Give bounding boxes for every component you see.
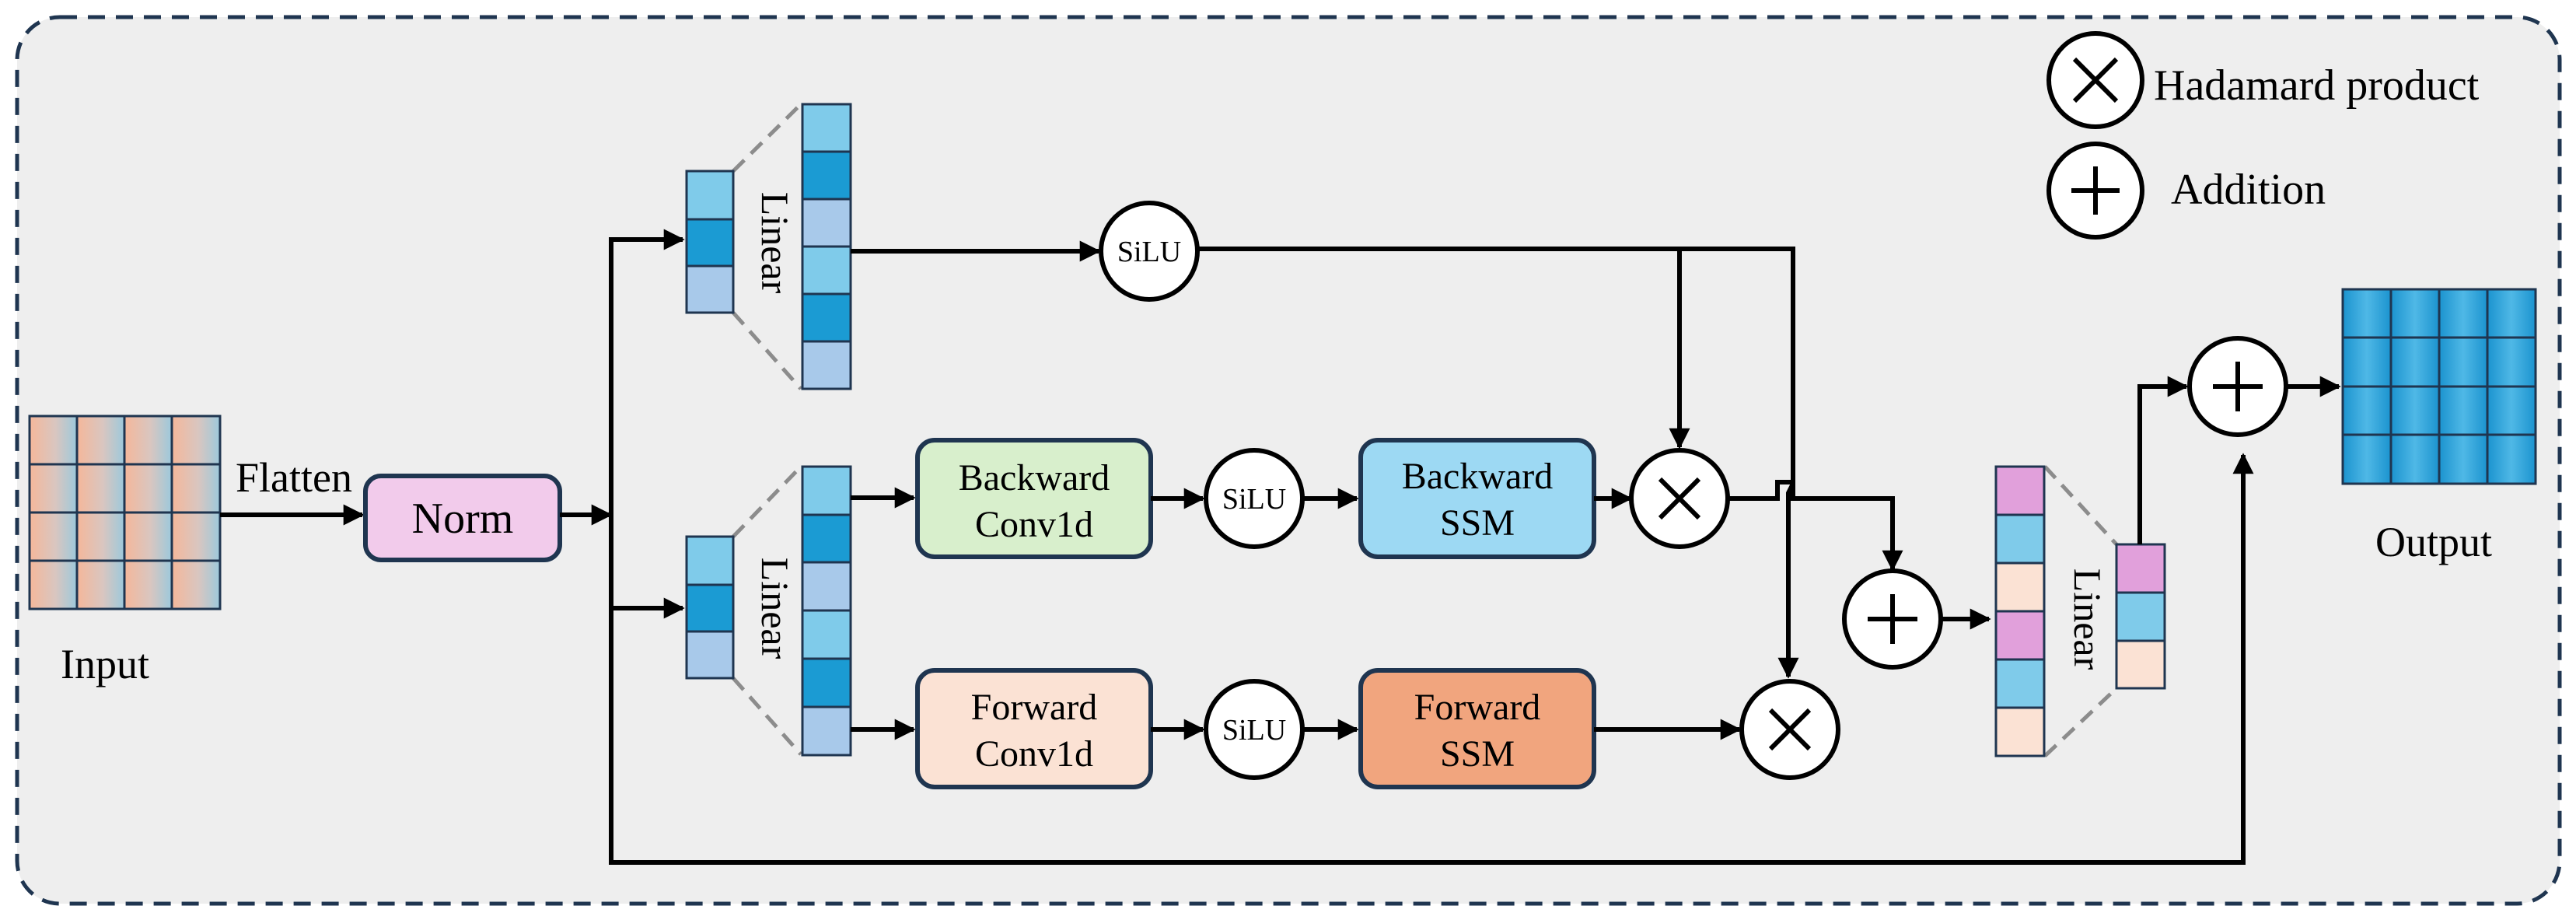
addition-legend-icon (2046, 142, 2144, 240)
output-linear-projection (1994, 465, 2166, 757)
backward-ssm-label-1: Backward (1402, 456, 1554, 497)
top-linear-label: Linear (753, 192, 797, 294)
silu-top-label: SiLU (1117, 236, 1181, 268)
input-grid (28, 415, 222, 610)
forward-ssm-label-1: Forward (1414, 687, 1541, 728)
forward-conv1d-label-1: Forward (971, 687, 1098, 728)
top-linear-projection (685, 103, 852, 390)
add-branches-icon (1842, 568, 1943, 670)
backward-conv1d-label-1: Backward (959, 457, 1110, 498)
input-label: Input (61, 641, 149, 687)
silu-top-output-line (1197, 247, 1795, 459)
backward-conv1d-label-2: Conv1d (975, 504, 1093, 545)
output-linear-label: Linear (2066, 568, 2109, 670)
trunk-line (609, 237, 2254, 865)
silu-forward-label: SiLU (1222, 714, 1286, 747)
hadamard-legend-label: Hadamard product (2154, 61, 2480, 110)
output-grid (2341, 288, 2537, 485)
out-linear-to-final-add (2137, 376, 2189, 544)
flatten-label: Flatten (236, 454, 352, 501)
multiply-forward-icon (1739, 679, 1840, 780)
multiply-backward-to-add-2 (1804, 496, 1903, 572)
addition-legend-label: Addition (2171, 166, 2326, 214)
norm-label: Norm (412, 495, 514, 543)
mid-linear-label: Linear (753, 558, 797, 659)
silu-backward-label: SiLU (1222, 483, 1286, 516)
wire-crossing-hop (1773, 480, 1804, 501)
multiply-backward-icon (1629, 448, 1730, 549)
forward-ssm-label-2: SSM (1440, 733, 1515, 775)
norm-box (363, 474, 562, 562)
output-label: Output (2375, 519, 2492, 565)
mid-linear-projection (685, 465, 852, 757)
legend: Hadamard product Addition (2046, 31, 2480, 240)
final-add-icon (2187, 336, 2288, 437)
hadamard-legend-icon (2046, 31, 2144, 129)
background-panel (15, 15, 2562, 906)
forward-conv1d-label-2: Conv1d (975, 733, 1093, 775)
backward-ssm-label-2: SSM (1440, 502, 1515, 544)
